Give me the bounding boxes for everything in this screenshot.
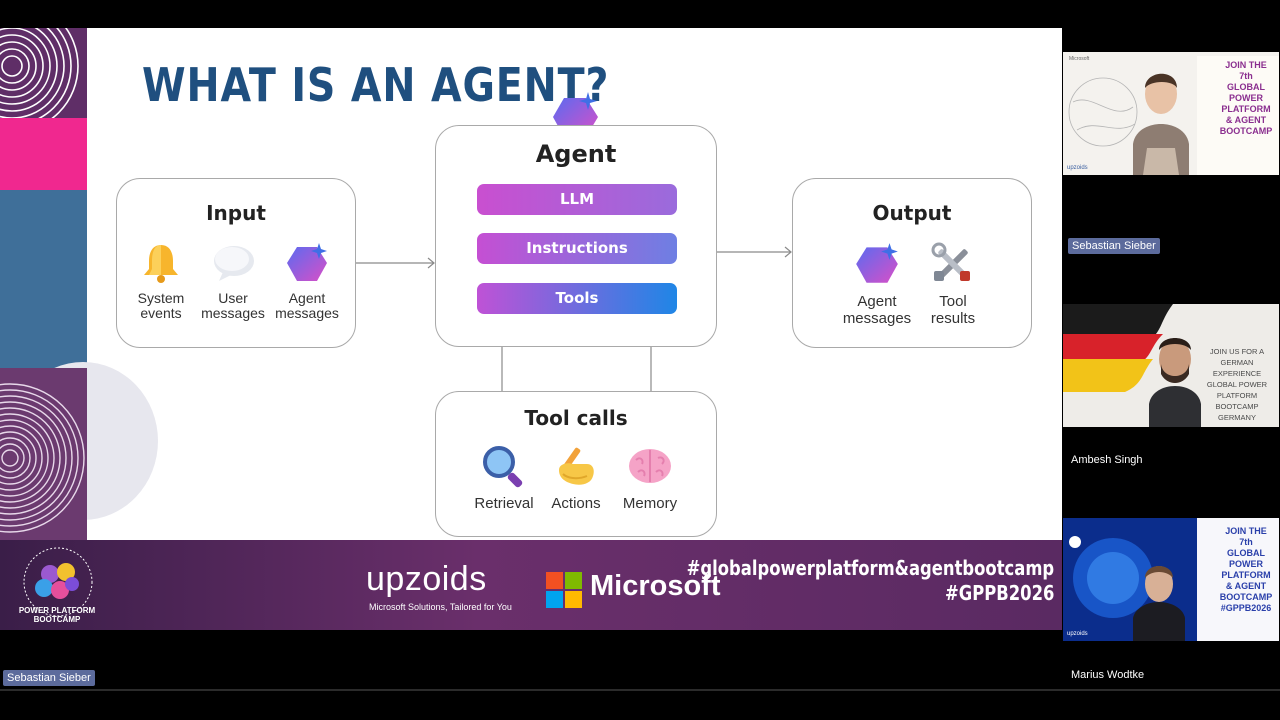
output-title: Output bbox=[872, 201, 952, 225]
tool-item-memory: Memory bbox=[612, 444, 688, 511]
agent-component-tools: Tools bbox=[477, 283, 677, 314]
hashtag-bootcamp: #globalpowerplatform&agentbootcamp bbox=[686, 556, 1054, 580]
agent-component-instructions: Instructions bbox=[477, 233, 677, 264]
tool-item-label: Actions bbox=[551, 495, 601, 512]
participant-tile-3[interactable]: upzoids JOIN THE 7th GLOBAL POWER PLATFO… bbox=[1063, 518, 1279, 641]
tile-banner-text: JOIN US FOR A GERMAN EXPERIENCE GLOBAL P… bbox=[1206, 347, 1268, 422]
deco-purple-bottom bbox=[0, 368, 87, 540]
participant-name-tag: Ambesh Singh bbox=[1071, 454, 1143, 466]
tile-small-logo: upzoids bbox=[1067, 631, 1088, 637]
upzoids-logo-text: upzoids bbox=[366, 560, 487, 598]
output-box: Output Agent messages Tool results bbox=[792, 178, 1032, 348]
bell-icon bbox=[144, 245, 178, 283]
tool-calls-title: Tool calls bbox=[524, 406, 628, 430]
output-item-label: Tool results bbox=[930, 293, 976, 327]
participant-video: Microsoft upzoids bbox=[1063, 52, 1279, 175]
agent-hexagon-icon bbox=[856, 243, 898, 283]
microsoft-logo-icon bbox=[546, 572, 582, 608]
tile-banner-text: JOIN THE 7th GLOBAL POWER PLATFORM & AGE… bbox=[1219, 526, 1273, 613]
agent-component-llm: LLM bbox=[477, 184, 677, 215]
tool-item-retrieval: Retrieval bbox=[466, 444, 542, 511]
input-title: Input bbox=[206, 201, 266, 225]
deco-rings-bottom bbox=[0, 383, 85, 533]
hashtag-gppb: #GPPB2026 bbox=[944, 581, 1054, 605]
input-item-label: Agent messages bbox=[275, 290, 339, 321]
participant-video bbox=[1063, 304, 1279, 427]
deco-purple-top bbox=[0, 28, 87, 133]
participant-video: upzoids bbox=[1063, 518, 1279, 641]
power-platform-bootcamp-logo bbox=[23, 547, 93, 617]
tool-item-actions: Actions bbox=[540, 444, 612, 511]
hand-pencil-icon bbox=[559, 447, 594, 485]
deco-pink bbox=[0, 118, 87, 190]
participant-name-tag: Sebastian Sieber bbox=[1068, 238, 1160, 254]
left-decoration bbox=[0, 28, 158, 540]
slide-title: WHAT IS AN AGENT? bbox=[142, 58, 610, 112]
brain-icon bbox=[629, 449, 671, 483]
presenter-name-tag: Sebastian Sieber bbox=[3, 670, 95, 686]
output-item-label: Agent messages bbox=[842, 293, 912, 327]
tile-banner-text: JOIN THE 7th GLOBAL POWER PLATFORM & AGE… bbox=[1219, 60, 1273, 136]
microsoft-name: Microsoft bbox=[590, 570, 721, 602]
participant-tile-1[interactable]: Microsoft upzoids JOIN THE 7th GLOBAL PO… bbox=[1063, 52, 1279, 175]
arrowhead-input bbox=[427, 257, 435, 269]
tool-item-label: Memory bbox=[622, 495, 678, 512]
input-item-agent-messages: Agent messages bbox=[271, 241, 343, 321]
tools-icon bbox=[931, 242, 970, 281]
input-box: Input System events User messages bbox=[116, 178, 356, 348]
speech-bubble-icon bbox=[214, 246, 254, 281]
upzoids-tagline: Microsoft Solutions, Tailored for You bbox=[369, 602, 512, 612]
agent-box: Agent LLM Instructions Tools bbox=[435, 125, 717, 347]
tool-calls-box: Tool calls Retrieval Actions Memory bbox=[435, 391, 717, 537]
tool-item-label: Retrieval bbox=[474, 495, 534, 512]
input-item-label: System events bbox=[137, 290, 185, 321]
participant-name-tag: Marius Wodtke bbox=[1071, 669, 1145, 681]
participant-tile-2[interactable]: JOIN US FOR A GERMAN EXPERIENCE GLOBAL P… bbox=[1063, 304, 1279, 427]
agent-title: Agent bbox=[535, 140, 617, 168]
agent-hexagon-icon bbox=[287, 243, 327, 281]
input-item-user-messages: User messages bbox=[197, 241, 269, 321]
bootcamp-label: POWER PLATFORM BOOTCAMP bbox=[18, 606, 96, 624]
shared-slide: WHAT IS AN AGENT? Input System events bbox=[0, 28, 1062, 630]
magnifier-icon bbox=[483, 446, 523, 488]
output-item-agent-messages: Agent messages bbox=[837, 241, 917, 327]
input-item-system-events: System events bbox=[125, 241, 197, 321]
tile-brand: Microsoft bbox=[1069, 56, 1090, 62]
input-item-label: User messages bbox=[201, 290, 265, 321]
bottom-divider bbox=[0, 689, 1280, 691]
output-item-tool-results: Tool results bbox=[917, 241, 989, 327]
slide-footer: POWER PLATFORM BOOTCAMP upzoids Microsof… bbox=[0, 540, 1062, 630]
tile-small-logo: upzoids bbox=[1067, 165, 1088, 171]
arrowhead-output bbox=[784, 246, 792, 258]
